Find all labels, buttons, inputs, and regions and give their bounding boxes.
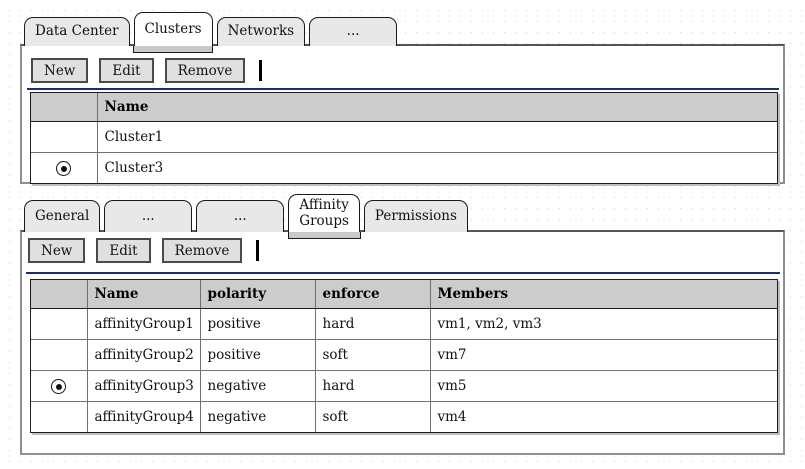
affinity-new-button[interactable]: New <box>28 238 86 263</box>
row-select-cell[interactable] <box>31 401 88 432</box>
tab-ellipsis[interactable]: ... <box>309 17 398 46</box>
tab-label: ... <box>141 207 155 224</box>
cell-name: Cluster3 <box>97 152 777 183</box>
cell-name: Cluster1 <box>97 121 777 153</box>
clusters-toolbar-caret <box>259 60 263 81</box>
column-header-enforce[interactable]: enforce <box>315 280 431 309</box>
column-header-name[interactable]: Name <box>97 93 777 122</box>
clusters-new-button[interactable]: New <box>31 58 89 83</box>
table-row[interactable]: Cluster3 <box>31 152 777 183</box>
tab-label: General <box>35 207 90 224</box>
row-select-cell[interactable] <box>31 370 88 402</box>
tab-affinity-groups[interactable]: Affinity Groups <box>287 194 361 239</box>
affinity-edit-button[interactable]: Edit <box>96 238 151 263</box>
column-header-select[interactable] <box>31 280 88 309</box>
affinity-remove-button[interactable]: Remove <box>161 238 243 263</box>
clusters-remove-button[interactable]: Remove <box>164 58 246 83</box>
row-select-cell[interactable] <box>31 152 98 183</box>
tab-general[interactable]: General <box>24 200 101 232</box>
radio-selected-icon[interactable] <box>56 161 72 176</box>
cell-name: affinityGroup1 <box>87 308 201 340</box>
tab-clusters[interactable]: Clusters <box>132 12 214 53</box>
detail-tab-strip: General...... Affinity Groups Permissions <box>24 194 468 239</box>
tab-label: Affinity Groups <box>299 197 349 229</box>
row-select-cell[interactable] <box>31 308 88 340</box>
tab-permissions[interactable]: Permissions <box>363 200 468 232</box>
table-row[interactable]: Cluster1 <box>31 121 777 153</box>
clusters-edit-button[interactable]: Edit <box>99 58 154 83</box>
tab-label: ... <box>233 207 247 224</box>
tab-ellipsis[interactable]: ... <box>104 200 193 232</box>
cell-polarity: negative <box>200 401 316 432</box>
cell-polarity: negative <box>200 370 316 402</box>
row-select-cell[interactable] <box>31 339 88 371</box>
cell-members: vm1, vm2, vm3 <box>430 308 777 340</box>
column-header-name[interactable]: Name <box>87 280 201 309</box>
affinity-toolbar: New Edit Remove <box>28 238 260 263</box>
cell-polarity: positive <box>200 339 316 371</box>
tab-ellipsis[interactable]: ... <box>196 200 285 232</box>
main-tab-strip: Data Center Clusters Networks... <box>24 12 398 53</box>
cell-enforce: soft <box>315 401 431 432</box>
tab-label: Data Center <box>35 23 119 40</box>
column-header-polarity[interactable]: polarity <box>200 280 316 309</box>
active-tab-underline <box>287 232 361 239</box>
column-header-members[interactable]: Members <box>430 280 777 309</box>
tab-label: Permissions <box>374 207 457 224</box>
clusters-toolbar: New Edit Remove <box>31 58 263 83</box>
tab-label: Networks <box>227 23 295 40</box>
affinity-toolbar-caret <box>256 240 260 261</box>
tab-data-center[interactable]: Data Center <box>24 17 130 46</box>
tab-networks[interactable]: Networks <box>216 17 306 46</box>
active-tab-underline <box>132 46 214 53</box>
cell-polarity: positive <box>200 308 316 340</box>
cell-members: vm5 <box>430 370 777 402</box>
clusters-toolbar-separator <box>27 88 779 90</box>
radio-selected-icon[interactable] <box>51 379 67 394</box>
cell-members: vm4 <box>430 401 777 432</box>
cell-enforce: hard <box>315 370 431 402</box>
cell-enforce: soft <box>315 339 431 371</box>
column-header-select[interactable] <box>31 93 98 122</box>
cell-members: vm7 <box>430 339 777 371</box>
cell-enforce: hard <box>315 308 431 340</box>
cell-name: affinityGroup3 <box>87 370 201 402</box>
affinity-toolbar-separator <box>26 272 780 274</box>
row-select-cell[interactable] <box>31 121 98 153</box>
tab-label: Clusters <box>144 20 202 37</box>
cell-name: affinityGroup2 <box>87 339 201 371</box>
tab-label: ... <box>346 23 360 40</box>
cell-name: affinityGroup4 <box>87 401 201 432</box>
clusters-grid-header-row: Name <box>31 93 777 122</box>
